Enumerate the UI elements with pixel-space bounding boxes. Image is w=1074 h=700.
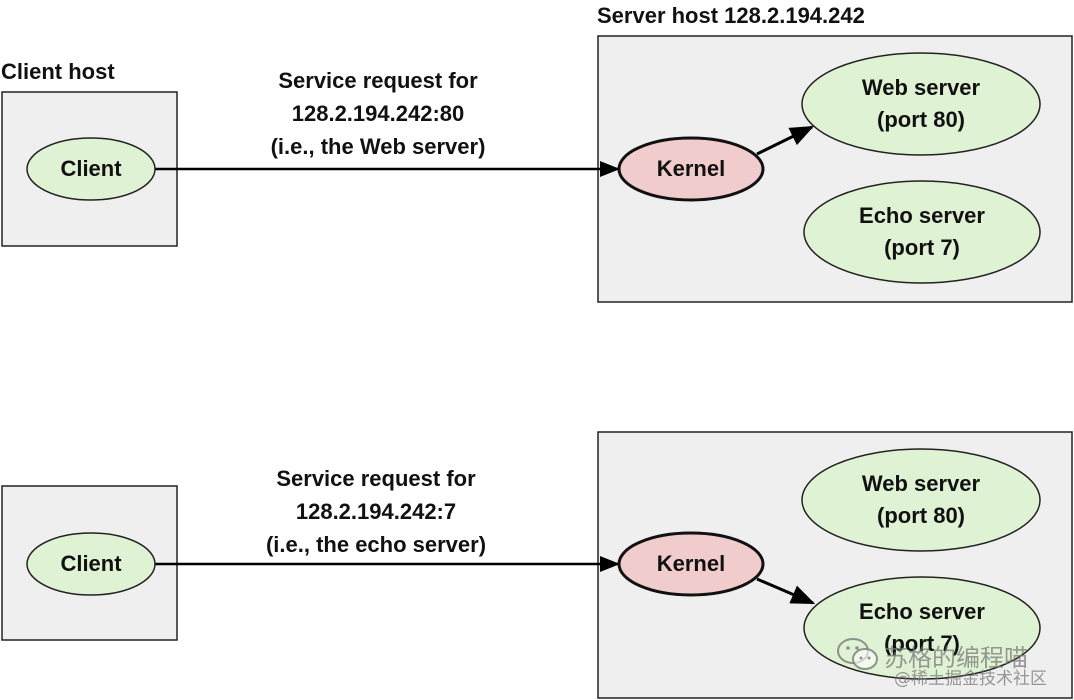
echo-server-label: Echo server (port 7) bbox=[859, 203, 985, 260]
client-label: Client bbox=[60, 551, 122, 576]
request-line: 128.2.194.242:7 bbox=[295, 499, 457, 524]
web-server-node bbox=[801, 448, 1041, 552]
request-line: (i.e., the Web server) bbox=[270, 134, 486, 159]
request-line: (i.e., the echo server) bbox=[265, 532, 487, 557]
kernel-node bbox=[617, 531, 765, 597]
kernel-label: Kernel bbox=[656, 156, 726, 181]
kernel-label: Kernel bbox=[656, 551, 726, 576]
web-server-label: Web server (port 80) bbox=[861, 75, 981, 132]
watermark-title: 苏格的编程喵 bbox=[884, 644, 1028, 672]
dispatch-arrow-web bbox=[756, 125, 815, 156]
client-node bbox=[26, 532, 156, 596]
watermark-subtitle: @稀土掘金技术社区 bbox=[894, 669, 1047, 689]
client-node bbox=[26, 137, 156, 201]
request-label: Service request for 128.2.194.242:80 (i.… bbox=[248, 64, 508, 163]
wechat-icon bbox=[837, 638, 878, 670]
request-label: Service request for 128.2.194.242:7 (i.e… bbox=[246, 462, 506, 561]
client-label: Client bbox=[60, 156, 122, 181]
server-host-label: Server host 128.2.194.242 bbox=[597, 3, 865, 28]
echo-server-label: Echo server (port 7) bbox=[859, 599, 985, 656]
request-line: Service request for bbox=[278, 68, 478, 93]
echo-server-node bbox=[803, 180, 1041, 284]
dispatch-arrow-echo bbox=[756, 577, 816, 605]
web-server-label: Web server (port 80) bbox=[861, 471, 981, 528]
watermark: 苏格的编程喵 @稀土掘金技术社区 bbox=[836, 636, 1066, 692]
request-line: Service request for bbox=[276, 466, 476, 491]
client-host-label: Client host bbox=[1, 59, 115, 84]
request-line: 128.2.194.242:80 bbox=[291, 101, 465, 126]
web-server-node bbox=[801, 52, 1041, 156]
kernel-node bbox=[617, 136, 765, 202]
